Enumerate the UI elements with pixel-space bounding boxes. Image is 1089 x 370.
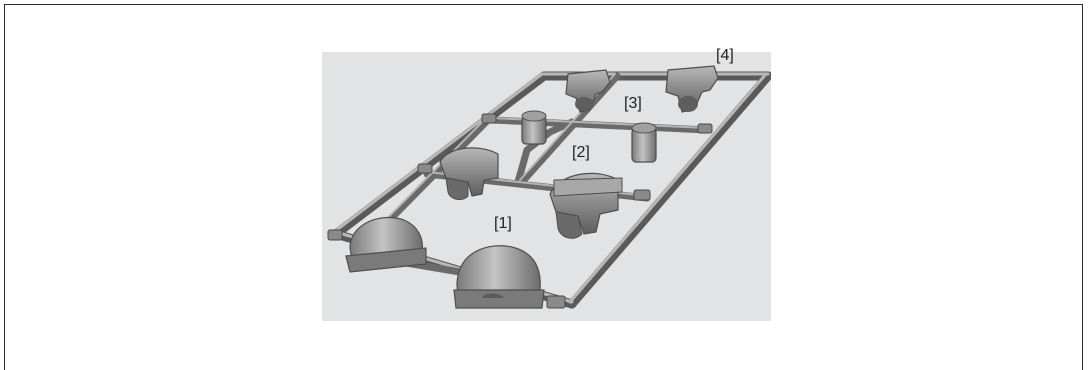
figure-frame	[4, 4, 1083, 370]
gate-tabs	[327, 113, 713, 309]
sprue-drawing	[327, 65, 771, 309]
callout-4: [4]	[716, 47, 734, 64]
sprue-figure: [1] [2] [3] [4]	[322, 48, 771, 321]
part-2-shape	[549, 172, 623, 239]
part-4-left-shape	[565, 69, 611, 113]
part-2-left-shape	[439, 147, 499, 200]
callout-1: [1]	[494, 215, 512, 232]
part-4-shape	[665, 65, 719, 113]
part-3-left-shape	[521, 110, 547, 145]
callout-2: [2]	[572, 144, 590, 161]
callout-3: [3]	[624, 95, 642, 112]
part-3-shape	[631, 122, 657, 163]
part-1-lower-shape	[453, 245, 545, 309]
part-1-left-shape	[345, 216, 427, 273]
